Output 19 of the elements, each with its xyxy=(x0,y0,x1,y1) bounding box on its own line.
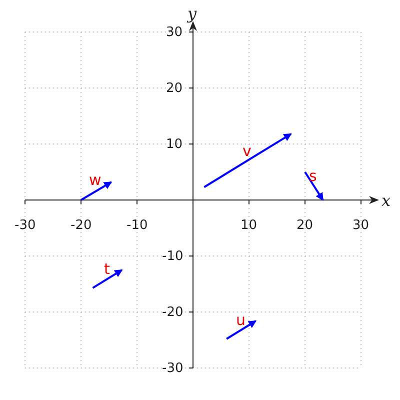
vector-label: u xyxy=(236,313,246,328)
axis-label: x xyxy=(382,193,391,209)
tick-label: -10 xyxy=(126,219,148,232)
tick-label: 20 xyxy=(296,219,314,232)
tick-label: 20 xyxy=(166,82,183,95)
tick-label: 30 xyxy=(352,219,370,232)
tick-label: -10 xyxy=(162,250,184,263)
tick-label: 30 xyxy=(166,26,183,39)
tick-label: -30 xyxy=(14,219,36,232)
tick-label: -20 xyxy=(162,306,184,319)
axis-label: y xyxy=(188,6,197,22)
vector-label: s xyxy=(309,169,317,184)
tick-label: 10 xyxy=(166,138,183,151)
tick-label: -30 xyxy=(162,362,184,375)
tick-label: 10 xyxy=(240,219,258,232)
vector-label: w xyxy=(89,173,102,188)
vector-label: t xyxy=(104,262,110,277)
tick-label: -20 xyxy=(70,219,92,232)
vector-label: v xyxy=(242,144,252,159)
